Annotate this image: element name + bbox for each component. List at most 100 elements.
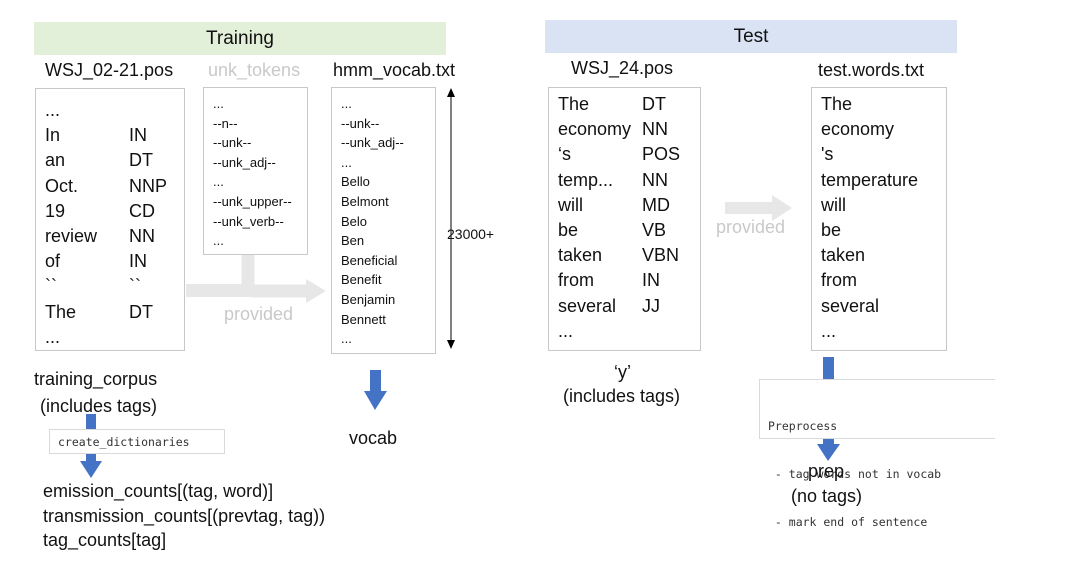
blue-arrow-func-to-outputs — [80, 454, 102, 478]
hmm-vocab-title: hmm_vocab.txt — [333, 60, 456, 80]
unk-token-item: --unk_adj-- — [213, 154, 276, 170]
unk-token-item: ... — [213, 96, 224, 111]
vocab-size-arrow-down — [447, 340, 455, 349]
wsj-train-row: ... — [45, 325, 184, 350]
word-cell: an — [45, 150, 66, 171]
test-word-item: be — [821, 220, 842, 241]
unk-tokens-box: ...--n----unk----unk_adj--...--unk_upper… — [203, 87, 308, 255]
blue-arrow-vocab — [364, 370, 387, 410]
provided-connector — [241, 254, 306, 298]
tag-counts-text: tag_counts[tag] — [43, 530, 167, 550]
preprocess-box: Preprocess - tag words not in vocab - ma… — [759, 379, 995, 529]
training-corpus-label: training_corpus — [34, 369, 158, 389]
word-cell: economy — [558, 119, 632, 140]
provided-arrow-bar — [186, 284, 252, 297]
word-cell: `` — [45, 276, 57, 297]
test-word-item: ... — [821, 320, 837, 341]
test-header: Test — [545, 20, 957, 53]
word-cell: The — [558, 94, 590, 114]
tag-cell: IN — [129, 251, 147, 272]
wsj-train-row: Oct.NNP — [45, 174, 184, 199]
tag-cell: DT — [642, 94, 666, 114]
vocab-item: Belmont — [341, 193, 389, 209]
test-word-item: will — [821, 194, 846, 215]
word-cell: 19 — [45, 200, 66, 221]
word-cell: will — [558, 194, 583, 215]
word-cell: temp... — [558, 169, 614, 190]
wsj-train-row: 19 CD — [45, 199, 184, 224]
unk-token-item: --unk-- — [213, 135, 252, 151]
y-sublabel: (includes tags) — [563, 386, 681, 406]
wsj-test-row: ... — [558, 319, 700, 344]
tag-cell: MD — [642, 194, 670, 215]
tag-cell: IN — [642, 270, 660, 291]
vocab-item: Benefit — [341, 272, 382, 288]
unk-token-item: --n-- — [213, 115, 238, 131]
test-word-item: from — [821, 270, 857, 291]
word-cell: Oct. — [45, 175, 79, 196]
vocab-item: Belo — [341, 213, 368, 229]
tag-cell: NN — [642, 119, 668, 140]
tag-cell: NN — [642, 169, 668, 190]
test-word-item: temperature — [821, 169, 919, 190]
unk-tokens-title: unk_tokens — [208, 60, 301, 80]
blue-arrow-prep — [817, 437, 840, 461]
wsj-train-row: an DT — [45, 148, 184, 173]
tag-cell: JJ — [642, 295, 660, 316]
test-word-item: taken — [821, 245, 866, 266]
test-word-item: The — [821, 94, 853, 114]
tag-cell: CD — [129, 200, 155, 221]
vocab-item: --unk_adj-- — [341, 135, 404, 151]
tag-cell: NN — [129, 226, 155, 247]
vocab-size-label: 23000+ — [447, 226, 495, 242]
vocab-item: ... — [341, 154, 352, 170]
word-cell: taken — [558, 245, 603, 266]
wsj-train-title: WSJ_02-21.pos — [45, 60, 174, 80]
provided-label-training: provided — [224, 304, 294, 324]
tag-cell: IN — [129, 125, 147, 146]
wsj-train-row: ... — [45, 98, 184, 123]
training-corpus-sublabel: (includes tags) — [40, 396, 158, 416]
preprocess-step-tag-words: - tag words not in vocab — [768, 467, 942, 481]
vocab-item: Beneficial — [341, 252, 398, 268]
transmission-counts-text: transmission_counts[(prevtag, tag)) — [43, 505, 326, 526]
tag-cell: VBN — [642, 245, 680, 266]
training-header: Training — [34, 22, 446, 55]
wsj-test-row: taken VBN — [558, 243, 700, 268]
wsj-train-row: ```` — [45, 274, 184, 299]
test-word-item: several — [821, 295, 880, 316]
blue-arrow-test-words — [823, 357, 834, 379]
wsj-test-row: from IN — [558, 268, 700, 293]
vocab-item: ... — [341, 96, 352, 111]
blue-arrow-corpus-to-func — [86, 414, 96, 430]
wsj-train-row: review NN — [45, 224, 184, 249]
test-word-item: economy — [821, 119, 895, 140]
y-label: ‘y’ — [614, 362, 631, 382]
word-cell: ... — [45, 326, 61, 347]
vocab-item: Bennett — [341, 311, 386, 327]
training-outputs: emission_counts[(tag, word)] transmissio… — [43, 479, 325, 553]
unk-token-item: --unk_verb-- — [213, 213, 284, 229]
create-dictionaries-func: create_dictionaries — [49, 429, 225, 454]
word-cell: review — [45, 226, 98, 247]
wsj-test-row: economy NN — [558, 117, 700, 142]
wsj-test-title: WSJ_24.pos — [571, 58, 674, 78]
unk-token-item: ... — [213, 174, 224, 190]
preprocess-title: Preprocess — [768, 419, 838, 433]
tag-cell: DT — [129, 150, 153, 171]
test-provided-arrow-bar — [725, 202, 773, 214]
tag-cell: DT — [129, 301, 153, 322]
vocab-size-arrow-up — [447, 88, 455, 97]
preprocess-step-end-sentence: - mark end of sentence — [768, 515, 928, 529]
word-cell: from — [558, 270, 594, 291]
provided-label-test: provided — [716, 217, 786, 237]
